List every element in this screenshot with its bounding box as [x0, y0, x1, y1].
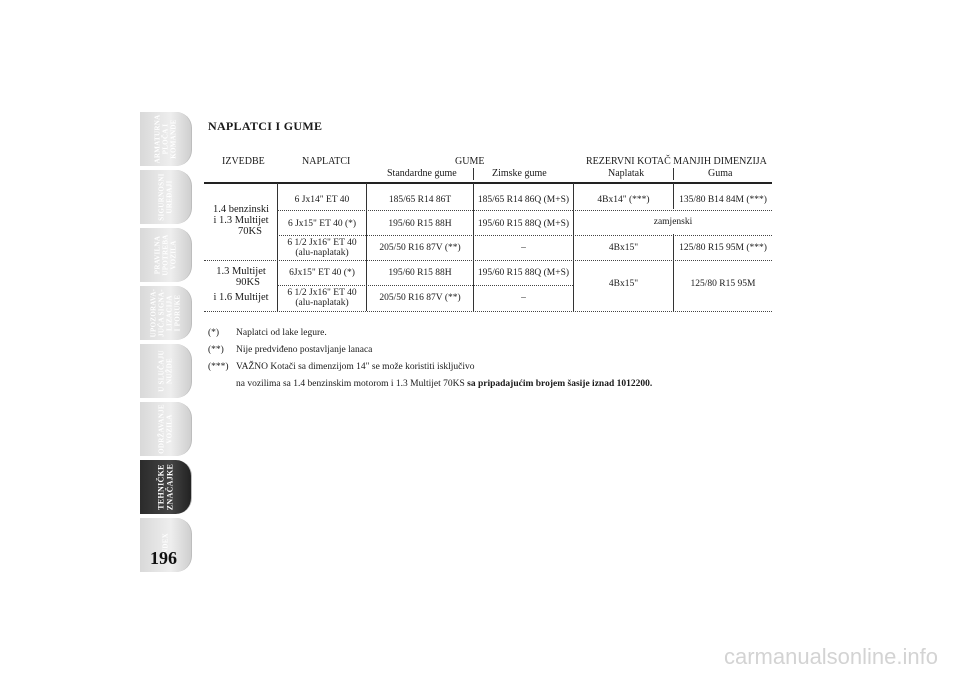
- watermark: carmanualsonline.info: [723, 644, 938, 669]
- cell-naplatci: 6 1/2 Jx16" ET 40 (alu-naplatak): [278, 238, 366, 258]
- row-divider: [277, 285, 573, 286]
- table-bottom-rule: [204, 311, 772, 312]
- variant-line: 1.3 Multijet: [216, 266, 266, 277]
- cell-naplatci: 6 Jx15" ET 40 (*): [287, 219, 357, 229]
- cell-spare-naplatak: 4Bx14" (***): [597, 195, 650, 205]
- header-naplatak: Naplatak: [608, 168, 645, 179]
- footnote: (*) Naplatci od lake legure.: [208, 328, 327, 338]
- header-divider: [673, 168, 674, 180]
- variant-group-1: 1.4 benzinski i 1.3 Multijet 70KS: [206, 204, 276, 237]
- footnote-text: Nije predviđeno postavljanje lanaca: [236, 345, 373, 355]
- cell-spare-naplatak: 4Bx15": [608, 243, 639, 253]
- table-top-rule: [204, 182, 772, 184]
- footnote: (**) Nije predviđeno postavljanje lanaca: [208, 345, 372, 355]
- variant-line: 1.4 benzinski: [213, 204, 269, 215]
- cell-spare-zamjenski: zamjenski: [653, 217, 693, 227]
- cell-naplatci: 6 1/2 Jx16" ET 40 (alu-naplatak): [278, 288, 366, 308]
- section-title: NAPLATCI I GUME: [208, 119, 323, 133]
- cell-zimske: 195/60 R15 88Q (M+S): [477, 219, 570, 229]
- page-number: 196: [150, 548, 177, 568]
- header-standardne-gume: Standardne gume: [387, 168, 457, 179]
- cell-spare-guma: 125/80 R15 95M: [690, 279, 756, 289]
- footnote: (***) VAŽNO Kotači sa dimenzijom 14" se m…: [208, 362, 475, 372]
- column-divider: [473, 183, 474, 311]
- tab-odrzavanje-vozila[interactable]: ODRŽAVANJE VOZILA: [140, 402, 192, 456]
- tab-label: SIGURNOSNI UREĐAJI: [157, 173, 174, 221]
- header-divider: [473, 168, 474, 180]
- tab-label: ARMATURNA PLOČA I KOMANDE: [153, 114, 178, 164]
- header-zimske-gume: Zimske gume: [492, 168, 547, 179]
- cell-standard: 185/65 R14 86T: [388, 195, 452, 205]
- cell-naplatci: 6Jx15" ET 40 (*): [289, 268, 355, 278]
- column-divider: [366, 183, 367, 311]
- cell-standard: 205/50 R16 87V (**): [379, 243, 461, 253]
- footnote-bold-text: sa pripadajućim brojem šasije iznad 1012…: [467, 379, 653, 389]
- footnote-mark: (**): [208, 345, 224, 355]
- footnote-continuation: na vozilima sa 1.4 benzinskim motorom i …: [236, 379, 652, 389]
- tab-label: ODRŽAVANJE VOZILA: [157, 404, 174, 454]
- cell-zimske: –: [521, 293, 526, 303]
- header-izvedbe: IZVEDBE: [222, 156, 265, 167]
- header-guma: Guma: [708, 168, 733, 179]
- cell-zimske: –: [521, 243, 526, 253]
- footnote-text: Naplatci od lake legure.: [236, 328, 327, 338]
- column-divider: [573, 183, 574, 311]
- header-naplatci: NAPLATCI: [302, 156, 351, 167]
- variant-line: 70KS: [238, 226, 262, 237]
- footnote-text: VAŽNO Kotači sa dimenzijom 14" se može k…: [236, 362, 475, 372]
- cell-standard: 195/60 R15 88H: [388, 268, 452, 278]
- column-divider: [673, 183, 674, 209]
- row-divider: [573, 210, 772, 211]
- tab-tehnicke-znacajke[interactable]: TEHNIČKE ZNAČAJKE: [140, 460, 192, 514]
- cell-naplatci-line: (alu-naplatak): [295, 298, 349, 308]
- tab-label: TEHNIČKE ZNAČAJKE: [156, 463, 175, 511]
- tab-label: U SLUČAJU NUŽDE: [157, 350, 174, 392]
- tab-label: UPOZORAVA- JUĆA SIGNA- LIZACIJA I PORUKE: [149, 288, 182, 338]
- cell-naplatci-line: 6 1/2 Jx16" ET 40: [287, 238, 357, 248]
- row-divider: [277, 210, 573, 211]
- header-gume: GUME: [455, 156, 485, 167]
- cell-zimske: 185/65 R14 86Q (M+S): [477, 195, 570, 205]
- variant-group-2: 1.3 Multijet 90KS i 1.6 Multijet: [206, 266, 276, 303]
- cell-spare-guma: 125/80 R15 95M (***): [679, 243, 767, 253]
- tab-upozoravajuca-signalizacija[interactable]: UPOZORAVA- JUĆA SIGNA- LIZACIJA I PORUKE: [140, 286, 192, 340]
- cell-spare-naplatak: 4Bx15": [608, 279, 639, 289]
- footnote-text: na vozilima sa 1.4 benzinskim motorom i …: [236, 379, 468, 389]
- variant-line: 90KS: [236, 277, 260, 288]
- tab-label: PRAVILNA UPOTREBA VOZILA: [153, 234, 178, 276]
- cell-spare-guma: 135/80 B14 84M (***): [679, 195, 767, 205]
- variant-line: i 1.3 Multijet: [213, 215, 269, 226]
- footnote-mark: (***): [208, 362, 229, 372]
- footnote-mark: (*): [208, 328, 220, 338]
- row-divider: [204, 260, 772, 261]
- header-rezervni-kotac: REZERVNI KOTAČ MANJIH DIMENZIJA: [586, 156, 767, 167]
- column-divider: [277, 183, 278, 311]
- cell-naplatci: 6 Jx14" ET 40: [294, 195, 350, 205]
- cell-naplatci-line: (alu-naplatak): [295, 248, 349, 258]
- cell-standard: 195/60 R15 88H: [388, 219, 452, 229]
- tab-armaturna-ploca[interactable]: ARMATURNA PLOČA I KOMANDE: [140, 112, 192, 166]
- column-divider: [673, 234, 674, 311]
- variant-line: i 1.6 Multijet: [213, 292, 269, 303]
- cell-naplatci-line: 6 1/2 Jx16" ET 40: [287, 288, 357, 298]
- tab-index[interactable]: INDEX: [140, 518, 192, 572]
- cell-standard: 205/50 R16 87V (**): [379, 293, 461, 303]
- tab-sigurnosni-uredaji[interactable]: SIGURNOSNI UREĐAJI: [140, 170, 192, 224]
- cell-zimske: 195/60 R15 88Q (M+S): [477, 268, 570, 278]
- tab-pravilna-upotreba[interactable]: PRAVILNA UPOTREBA VOZILA: [140, 228, 192, 282]
- row-divider: [277, 235, 772, 236]
- tab-u-slucaju-nuzde[interactable]: U SLUČAJU NUŽDE: [140, 344, 192, 398]
